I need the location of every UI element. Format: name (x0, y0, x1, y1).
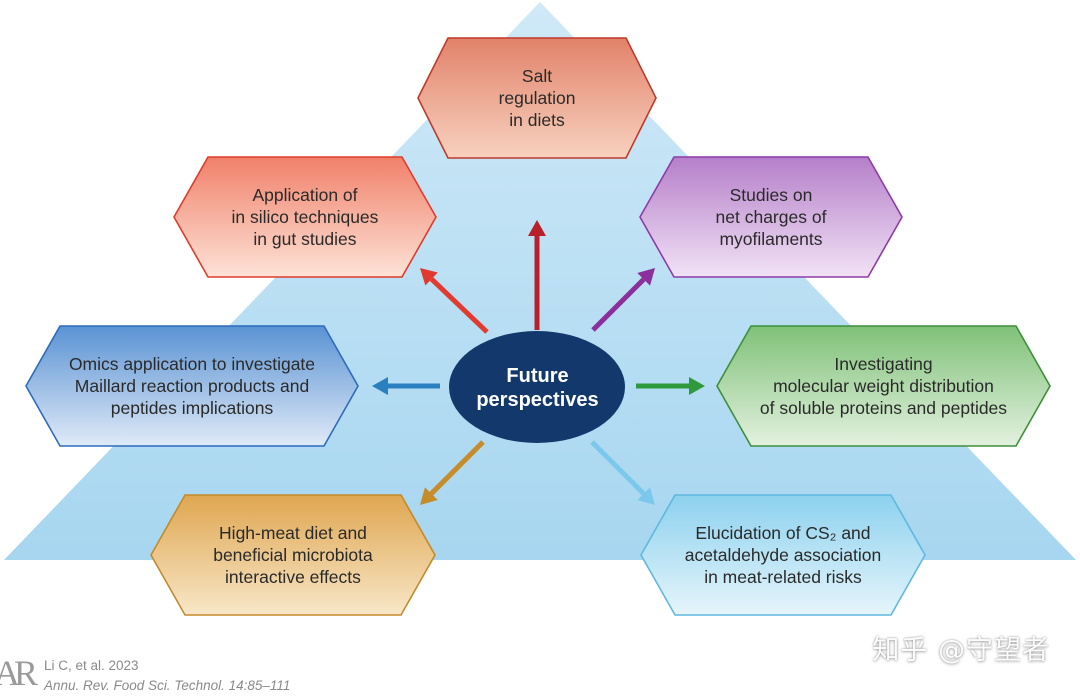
hexagon-line: peptides implications (110, 398, 274, 418)
arrow-shaft-net-charges (591, 277, 646, 332)
citation-authors: Li C, et al. 2023 (44, 658, 139, 673)
hexagon-molecular (716, 325, 1051, 447)
watermark: 知乎 @守望者 (872, 635, 1050, 666)
center-label-line1: Future (506, 365, 569, 387)
hexagon-line: interactive effects (225, 567, 361, 587)
citation: Li C, et al. 2023 Annu. Rev. Food Sci. T… (44, 656, 290, 696)
hexagon-omics (25, 325, 359, 447)
arrow-shaft-high-meat (429, 440, 485, 496)
hexagon-line: in silico techniques (231, 207, 379, 227)
hexagon-line: in diets (509, 110, 565, 130)
hexagon-line: net charges of (715, 207, 827, 227)
center-ellipse (449, 331, 625, 443)
hexagon-line: in gut studies (253, 229, 357, 249)
center-label: Future perspectives (450, 352, 625, 424)
citation-journal: Annu. Rev. Food Sci. Technol. 14:85–111 (44, 678, 291, 693)
arrow-head-molecular (689, 377, 705, 395)
hexagon-line: Elucidation of CS₂ and (695, 523, 871, 543)
arrow-head-insilico (420, 268, 438, 286)
hexagon-line: Omics application to investigate (68, 354, 316, 374)
hexagon-line: in meat-related risks (704, 567, 862, 587)
arrow-head-high-meat (420, 487, 438, 505)
hexagon-line: myofilaments (719, 229, 823, 249)
hexagon-line: High-meat diet and (219, 523, 367, 543)
annual-reviews-logo: AR (0, 653, 38, 693)
hexagon-line: acetaldehyde association (684, 545, 882, 565)
hexagon-insilico (173, 156, 437, 278)
hexagon-line: Application of (252, 185, 358, 205)
hexagon-line: beneficial microbiota (213, 545, 373, 565)
arrow-head-cs2 (637, 487, 655, 505)
arrow-shaft-cs2 (590, 440, 646, 496)
hexagon-line: Studies on (729, 185, 813, 205)
hexagon-salt (417, 37, 657, 159)
hexagon-line: Salt (521, 66, 553, 86)
hexagon-line: molecular weight distribution (773, 376, 994, 396)
arrow-head-omics (372, 377, 388, 395)
hexagon-line: Investigating (834, 354, 933, 374)
arrows (372, 220, 705, 505)
hexagon-high-meat (150, 494, 436, 616)
arrow-shaft-insilico (429, 277, 489, 334)
hexagons (25, 37, 1051, 616)
arrow-head-salt (528, 220, 546, 236)
hexagon-cs2 (640, 494, 926, 616)
arrow-head-net-charges (637, 268, 655, 286)
hexagon-line: of soluble proteins and peptides (759, 398, 1008, 418)
hexagon-line: Maillard reaction products and (74, 376, 310, 396)
center-label-line2: perspectives (476, 389, 599, 411)
hexagon-line: regulation (498, 88, 576, 108)
hexagon-net-charges (639, 156, 903, 278)
